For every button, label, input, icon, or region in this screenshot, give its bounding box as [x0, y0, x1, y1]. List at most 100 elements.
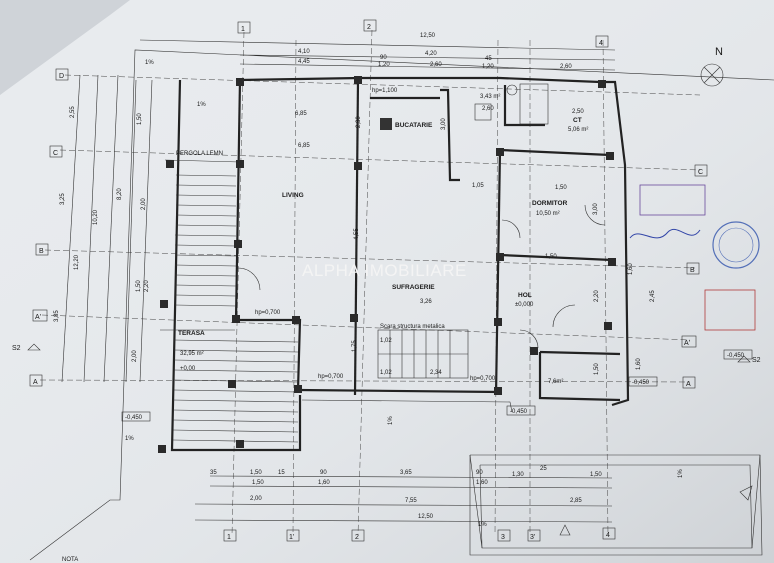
room-sufragerie: SUFRAGERIE — [392, 284, 435, 291]
svg-text:2,00: 2,00 — [250, 496, 262, 502]
svg-text:4,20: 4,20 — [425, 51, 437, 57]
axis-row-Ap-right: A' — [681, 335, 697, 348]
svg-text:2,60: 2,60 — [482, 106, 494, 112]
svg-text:2: 2 — [367, 24, 371, 31]
svg-text:A': A' — [684, 340, 690, 347]
svg-text:hp=1,100: hp=1,100 — [372, 88, 398, 94]
drawing-frame — [29, 49, 774, 561]
axis-col-1-bottom: 1 — [223, 529, 237, 542]
svg-text:1%: 1% — [388, 416, 394, 425]
svg-text:4: 4 — [599, 40, 603, 47]
svg-text:S2: S2 — [12, 345, 21, 352]
svg-text:45: 45 — [485, 56, 492, 62]
svg-text:2,34: 2,34 — [430, 370, 442, 376]
walls — [234, 76, 630, 407]
axis-bubbles: 1 2 4 1 1' 2 3 3' 4 D C B A' A C B A' A — [29, 19, 708, 542]
svg-text:hp=0,700: hp=0,700 — [255, 310, 281, 316]
axis-row-D: D — [55, 68, 69, 81]
axis-col-1p-bottom: 1' — [286, 529, 300, 542]
svg-text:A': A' — [35, 314, 41, 321]
svg-text:1,60: 1,60 — [636, 358, 642, 370]
svg-text:1: 1 — [227, 534, 231, 541]
svg-text:A: A — [33, 379, 38, 386]
structural-columns — [158, 76, 616, 453]
bottom-dimensions: 35 1,50 15 90 3,65 90 1,30 25 1,50 1,50 … — [194, 466, 613, 523]
top-dimensions: 12,50 4,10 4,20 4,45 1,20 2,60 1,20 2,60… — [139, 33, 616, 71]
svg-text:3: 3 — [501, 534, 505, 541]
left-dimensions: 2,55 3,25 12,20 10,20 8,20 3,85 1,50 2,0… — [54, 74, 153, 383]
vertical-axes — [231, 29, 609, 536]
room-hol: HOL — [518, 292, 532, 299]
svg-text:1,05: 1,05 — [472, 183, 484, 189]
axis-col-4: 4 — [595, 35, 609, 48]
svg-text:-0,450: -0,450 — [727, 353, 745, 359]
svg-text:3,26: 3,26 — [420, 299, 432, 305]
room-hol-level: ±0,000 — [515, 302, 534, 308]
svg-text:A: A — [686, 381, 691, 388]
room-dormitor-area: 10,50 m² — [536, 211, 560, 217]
pergola-label: PERGOLA LEMN — [176, 151, 223, 157]
svg-text:1,50: 1,50 — [555, 185, 567, 191]
svg-text:S2: S2 — [752, 357, 761, 364]
svg-text:4,10: 4,10 — [298, 49, 310, 55]
room-baie-area: 3,43 m² — [480, 94, 500, 100]
svg-text:1%: 1% — [197, 102, 206, 108]
axis-col-3-bottom: 3 — [497, 529, 511, 542]
svg-text:1: 1 — [241, 26, 245, 33]
room-bucatarie: BUCATARIE — [395, 122, 433, 129]
svg-text:3': 3' — [530, 534, 535, 541]
svg-text:1,50: 1,50 — [545, 254, 557, 260]
room-dormitor: DORMITOR — [532, 200, 568, 207]
svg-text:2,00: 2,00 — [141, 198, 147, 210]
axis-col-4-bottom: 4 — [602, 527, 616, 540]
svg-text:7,55: 7,55 — [405, 498, 417, 504]
svg-text:1,20: 1,20 — [378, 62, 390, 68]
svg-text:8,20: 8,20 — [117, 188, 123, 200]
svg-text:1,75: 1,75 — [352, 340, 358, 352]
svg-text:4,55: 4,55 — [354, 228, 360, 240]
svg-text:hp=0,700: hp=0,700 — [318, 374, 344, 380]
bathroom-fixtures — [474, 83, 549, 125]
room-ct-area: 5,06 m² — [568, 127, 588, 133]
inner-dimensions: 6,85 6,85 2,30 4,55 3,26 1,02 1,02 2,34 … — [295, 106, 656, 376]
north-compass: N — [700, 46, 724, 87]
svg-text:6,85: 6,85 — [295, 111, 307, 117]
svg-text:90: 90 — [320, 470, 327, 476]
svg-text:1,60: 1,60 — [318, 480, 330, 486]
svg-text:12,50: 12,50 — [420, 33, 436, 39]
watermark-text: ALPHA IMOBILIARE — [302, 261, 467, 280]
official-stamps — [629, 184, 760, 331]
svg-text:1,50: 1,50 — [137, 113, 143, 125]
svg-text:N: N — [715, 46, 723, 58]
stair-label: Scara structura metalica — [380, 324, 445, 330]
svg-text:-0,450: -0,450 — [125, 415, 143, 421]
entrance-steps — [469, 454, 763, 556]
axis-col-3p-bottom: 3' — [527, 529, 541, 542]
room-terasa-level: +0,00 — [180, 366, 196, 372]
svg-text:-0,450: -0,450 — [632, 380, 650, 386]
svg-text:2,85: 2,85 — [570, 498, 582, 504]
svg-text:2,50: 2,50 — [572, 109, 584, 115]
axis-col-2: 2 — [363, 19, 377, 32]
svg-text:2,45: 2,45 — [650, 290, 656, 302]
svg-text:25: 25 — [540, 466, 547, 472]
svg-text:4: 4 — [606, 532, 610, 539]
svg-text:15: 15 — [278, 470, 285, 476]
svg-text:1': 1' — [289, 534, 294, 541]
svg-text:2,60: 2,60 — [430, 62, 442, 68]
svg-text:2,20: 2,20 — [594, 290, 600, 302]
svg-text:3,85: 3,85 — [54, 310, 60, 322]
axis-row-A-right: A — [682, 376, 696, 389]
axis-row-C-right: C — [694, 164, 708, 177]
axis-col-1: 1 — [237, 21, 251, 34]
svg-text:3,00: 3,00 — [441, 118, 447, 130]
room-living: LIVING — [282, 192, 304, 199]
svg-text:2,60: 2,60 — [560, 64, 572, 70]
svg-text:2: 2 — [355, 534, 359, 541]
svg-text:B: B — [39, 248, 44, 255]
svg-text:6,85: 6,85 — [298, 143, 310, 149]
svg-text:D: D — [59, 73, 64, 80]
svg-text:35: 35 — [210, 470, 217, 476]
svg-text:12,20: 12,20 — [74, 254, 80, 270]
